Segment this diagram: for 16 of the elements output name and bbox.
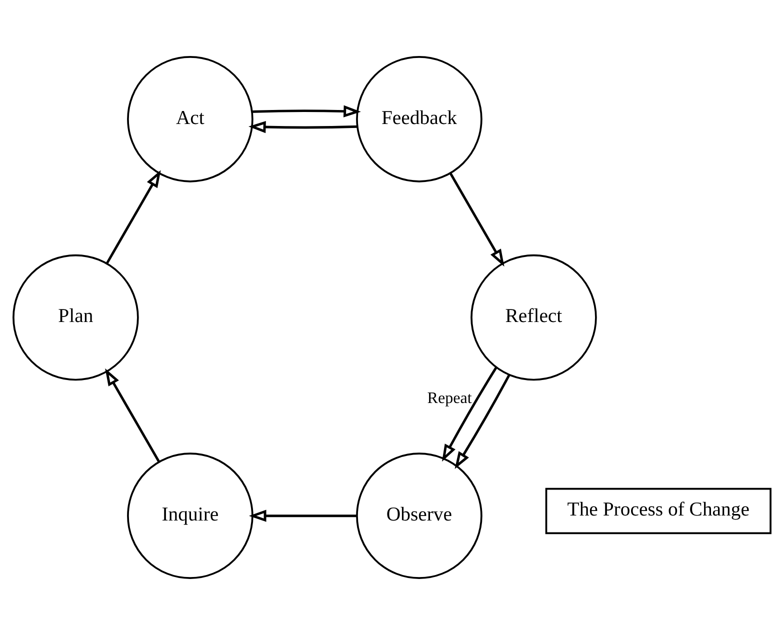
arrow — [248, 509, 357, 522]
arrow — [248, 120, 358, 133]
arrow — [106, 170, 161, 264]
node-circle: Observe — [356, 452, 482, 578]
edge-label: Repeat — [427, 389, 472, 406]
arrow — [252, 104, 361, 117]
arrow — [105, 368, 160, 462]
node-circle: Feedback — [356, 56, 482, 182]
node-circle: Act — [127, 56, 254, 182]
node-circle: Inquire — [127, 452, 254, 578]
arrow — [454, 374, 510, 469]
arrow — [442, 366, 498, 462]
node-box: The Process of Change — [545, 487, 772, 534]
node-circle: Reflect — [470, 254, 597, 380]
arrow — [449, 172, 504, 266]
node-circle: Plan — [12, 254, 139, 380]
